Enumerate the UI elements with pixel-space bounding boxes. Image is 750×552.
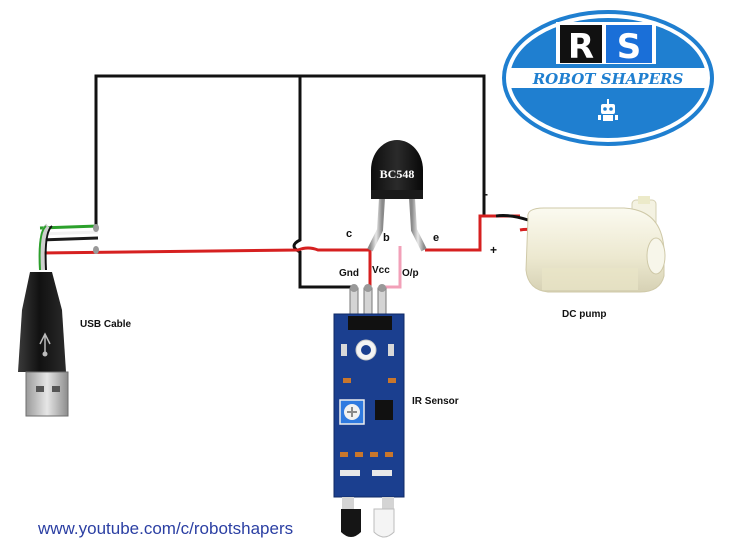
pump-positive-label: +	[490, 243, 497, 257]
robot-icon	[598, 99, 618, 121]
logo-letter-r: R	[568, 27, 594, 67]
pin-label-c: c	[346, 228, 352, 240]
logo-letter-s: S	[617, 27, 642, 67]
red-wires	[39, 214, 520, 289]
logo-brand-text: ROBOT SHAPERS	[532, 70, 684, 88]
ir-sensor-module: Gnd Vcc O/p IR Sensor	[333, 265, 459, 538]
transistor-marking: BC548	[380, 167, 415, 181]
robot-shapers-logo: R S ROBOT SHAPERS	[502, 10, 714, 146]
transistor-bc548: BC548 c b e	[346, 140, 439, 252]
pin-label-b: b	[383, 232, 390, 244]
dc-pump: - + DC pump	[484, 187, 666, 320]
pin-label-gnd: Gnd	[339, 268, 359, 279]
usb-cable-label: USB Cable	[80, 319, 132, 330]
pump-negative-label: -	[484, 187, 488, 201]
ground-wire	[94, 74, 496, 289]
pin-label-e: e	[433, 232, 439, 244]
ir-sensor-label: IR Sensor	[412, 396, 459, 407]
pump-label: DC pump	[562, 309, 606, 320]
pin-label-out: O/p	[402, 268, 419, 279]
pin-label-vcc: Vcc	[372, 265, 390, 276]
youtube-url[interactable]: www.youtube.com/c/robotshapers	[38, 519, 294, 538]
usb-cable	[18, 223, 99, 417]
